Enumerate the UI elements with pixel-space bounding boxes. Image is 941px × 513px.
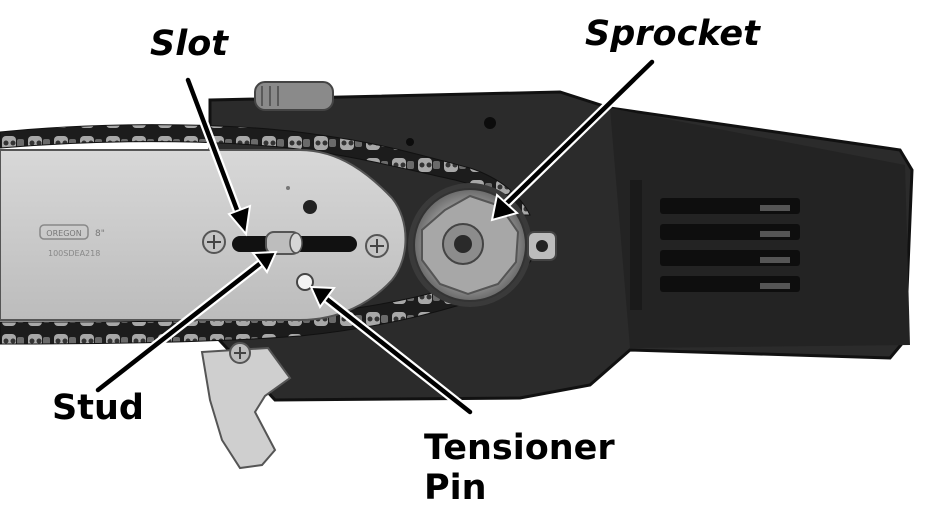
stud-arrow [93,250,278,395]
stud [265,231,303,255]
sprocket-arrow [490,57,657,222]
tensioner-pin [296,273,314,291]
bar-stamp-brand: OREGON [46,229,81,238]
label-slot: Slot [150,24,228,64]
label-tensioner-pin: Tensioner Pin [424,428,615,509]
vent-slots [630,180,800,310]
tensioner-pin-arrow [309,285,475,417]
slot-arrow [183,75,252,237]
callout-arrows [93,57,657,417]
oil-cap-knob [254,81,334,111]
bar-stamp-size: 8" [95,229,105,239]
guide-bar: OREGON 8" 100SDEA218 [0,149,407,321]
label-tensioner-line2: Pin [424,468,487,509]
label-tensioner-line1: Tensioner [424,428,615,468]
bar-slot [202,230,389,258]
label-stud: Stud [52,388,144,428]
bar-stamp-code: 100SDEA218 [48,249,100,258]
label-sprocket: Sprocket [585,14,760,54]
bar-clamp-hook [200,342,292,470]
